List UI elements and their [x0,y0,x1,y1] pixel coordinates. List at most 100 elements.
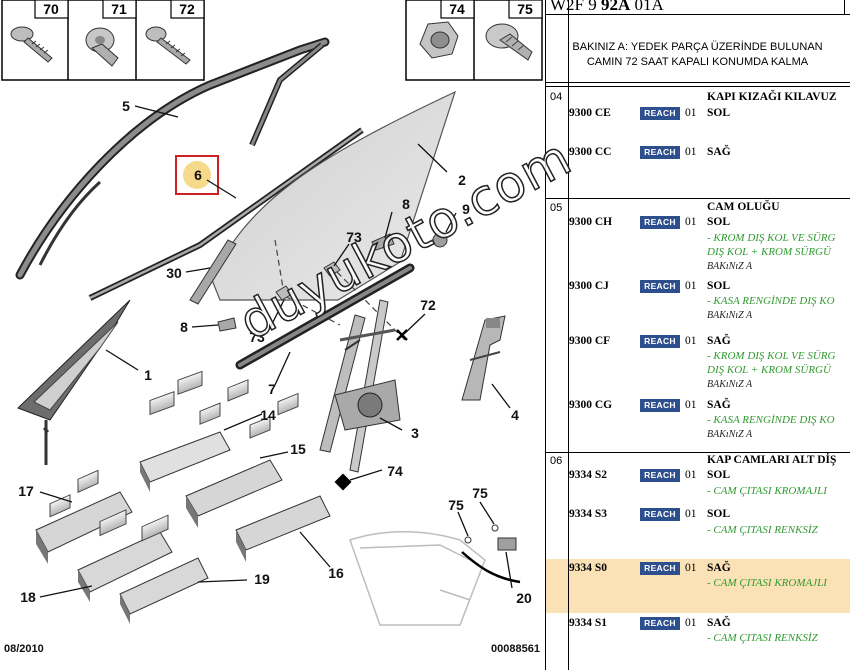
clip-8-lower [217,317,237,332]
reference-text: BAKıNıZ A [707,379,753,390]
part-row-9300-ch[interactable]: 9300 CH REACH 01 SOL - KROM DIŞ KOL VE S… [545,216,850,276]
quantity: 01 [685,617,697,629]
part-row-9300-cf[interactable]: 9300 CF REACH 01 SAĞ - KROM DIŞ KOL VE S… [545,335,850,395]
callout-1: 1 [144,367,152,383]
callout-75-left: 75 [448,497,464,513]
window-regulator [319,299,401,473]
lower-seal-7 [235,263,415,370]
note-line: - CAM ÇITASI KROMAJLI [707,485,827,497]
callout-8-upper: 8 [402,196,410,212]
callout-2: 2 [458,172,466,188]
quantity: 01 [685,508,697,520]
reach-badge: REACH [640,335,680,348]
callout-7: 7 [268,381,276,397]
callout-8-lower: 8 [180,319,188,335]
group-title-05: CAM OLUĞU [707,201,780,213]
box-label-74: 74 [449,1,465,17]
part-row-9334-s1[interactable]: 9334 S1 REACH 01 SAĞ - CAM ÇITASI RENKSİ… [545,617,850,649]
part-number: 9334 S3 [569,508,608,520]
reference-text: BAKıNıZ A [707,261,753,272]
callout-15: 15 [290,441,306,457]
part-number: 9334 S2 [569,469,608,481]
part-number: 9300 CG [569,399,613,411]
part-number: 9300 CH [569,216,613,228]
callout-72: 72 [420,297,436,313]
note-line: DIŞ KOL + KROM SÜRGÜ [707,364,831,376]
part-row-9300-cj[interactable]: 9300 CJ REACH 01 SOL - KASA RENGİNDE DIŞ… [545,280,850,326]
part-row-9334-s0-selected[interactable]: 9334 S0 REACH 01 SAĞ - CAM ÇITASI KROMAJ… [545,559,850,613]
reach-badge: REACH [640,469,680,482]
callout-75-right: 75 [472,485,488,501]
box-label-71: 71 [111,1,127,17]
notice-text: BAKINIZ A: YEDEK PARÇA ÜZERİNDE BULUNAN … [572,41,823,68]
callout-17: 17 [18,483,34,499]
nut-74-icon [419,21,459,59]
part-row-9334-s3[interactable]: 9334 S3 REACH 01 SOL - CAM ÇITASI RENKSİ… [545,508,850,540]
fastener-box-right: 74 75 [405,0,543,81]
box-label-72: 72 [179,1,195,17]
callout-4: 4 [511,407,519,423]
door-module-20 [461,524,521,584]
note-line: - CAM ÇITASI KROMAJLI [707,577,827,589]
reach-badge: REACH [640,216,680,229]
quantity: 01 [685,469,697,481]
box-label-70: 70 [43,1,59,17]
diamond-marker-74 [334,473,352,491]
catalog-code: W2F 9 92A 01A [550,0,664,14]
side: SOL [707,280,731,292]
group-code-06: 06 [550,455,563,467]
callout-30: 30 [166,265,182,281]
callout-3: 3 [411,425,419,441]
quantity: 01 [685,562,697,574]
switch-16 [235,392,331,562]
part-row-9334-s2[interactable]: 9334 S2 REACH 01 SOL - CAM ÇITASI KROMAJ… [545,469,850,501]
reach-badge: REACH [640,280,680,293]
reach-badge: REACH [640,508,680,521]
callout-73-upper: 73 [346,229,362,245]
cross-marker-72 [396,329,408,341]
callout-9: 9 [462,201,470,217]
quantity: 01 [685,216,697,228]
group-title-04: KAPI KIZAĞI KILAVUZ [707,91,837,103]
clip-71-icon [85,27,119,67]
fastener-box-left: 70 71 72 [1,0,205,81]
side: SOL [707,508,731,520]
part-row-9300-cg[interactable]: 9300 CG REACH 01 SAĞ - KASA RENGİNDE DIŞ… [545,399,850,445]
switch-19 [119,514,209,624]
quantity: 01 [685,280,697,292]
regulator-bracket [461,315,506,401]
reference-text: BAKıNıZ A [707,310,753,321]
note-line: - CAM ÇITASI RENKSİZ [707,524,818,536]
part-number: 9300 CC [569,146,612,158]
exploded-parts-diagram: 70 71 72 74 75 [1,0,543,655]
note-line: DIŞ KOL + KROM SÜRGÜ [707,246,831,258]
highlight-box-6 [175,155,219,195]
part-number: 9300 CJ [569,280,609,292]
screw-72-icon [145,26,191,65]
callout-6: 6 [194,167,202,183]
part-row-9300-cc[interactable]: 9300 CC REACH 01 SAĞ [545,146,850,162]
reference-text: BAKıNıZ A [707,429,753,440]
note-line: - KASA RENGİNDE DIŞ KO [707,295,835,307]
reach-badge: REACH [640,146,680,159]
switch-17 [35,469,133,564]
part-row-9300-ce[interactable]: 9300 CE REACH 01 SOL [545,107,850,123]
box-label-75: 75 [517,1,533,17]
reach-badge: REACH [640,617,680,630]
switch-15 [185,379,283,528]
side: SAĞ [707,617,731,629]
diagram-date: 08/2010 [4,643,44,655]
side: SAĞ [707,146,731,158]
side: SAĞ [707,399,731,411]
group-code-04: 04 [550,91,563,103]
door-outline [349,531,486,626]
highlight-circle-6 [183,161,211,189]
callout-5: 5 [122,98,130,114]
callout-20: 20 [516,590,532,606]
side: SAĞ [707,335,731,347]
switch-14 [139,370,231,492]
quantity: 01 [685,146,697,158]
callout-19: 19 [254,571,270,587]
parts-table-panel: W2F 9 92A 01A BAKINIZ A: YEDEK PARÇA ÜZE… [545,0,850,670]
part-number: 9334 S0 [569,562,608,574]
